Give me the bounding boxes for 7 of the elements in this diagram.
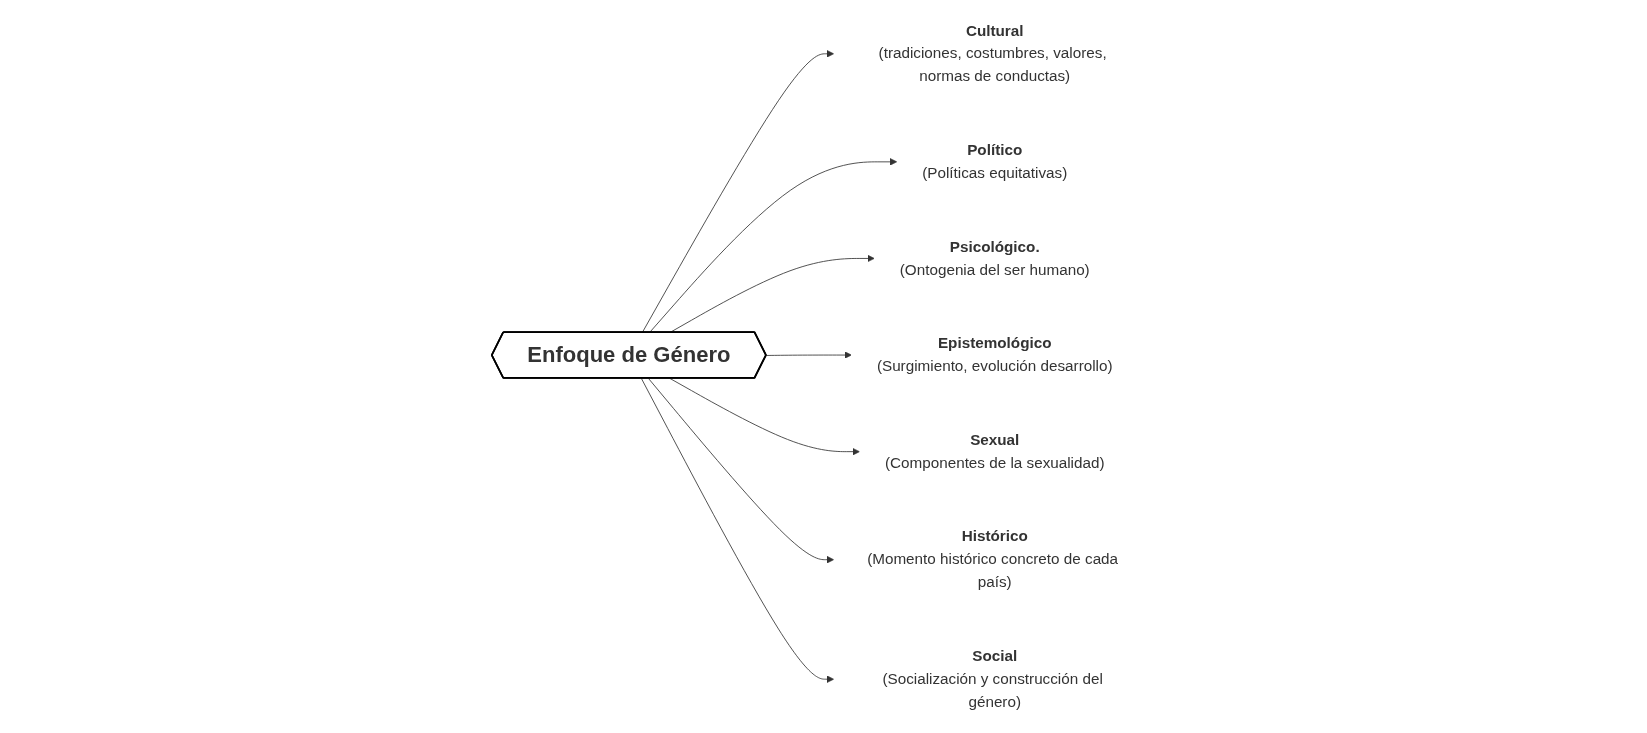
- node-text: Político (Políticas equitativas): [921, 141, 1067, 182]
- node-text: Sexual (Componentes de la sexualidad): [884, 431, 1105, 472]
- node-text: Cultural (tradiciones, costumbres, valores, normas de conductas): [878, 22, 1107, 85]
- node-text: Psicológico. (Ontogenia del ser humano): [899, 238, 1090, 278]
- node-text: Social (Socialización y construcción del género): [882, 647, 1103, 711]
- node-text: Histórico (Momento histórico concreto de cada país): [866, 527, 1118, 591]
- node-text: Epistemológico (Surgimiento, evolución desarrollo): [876, 334, 1113, 375]
